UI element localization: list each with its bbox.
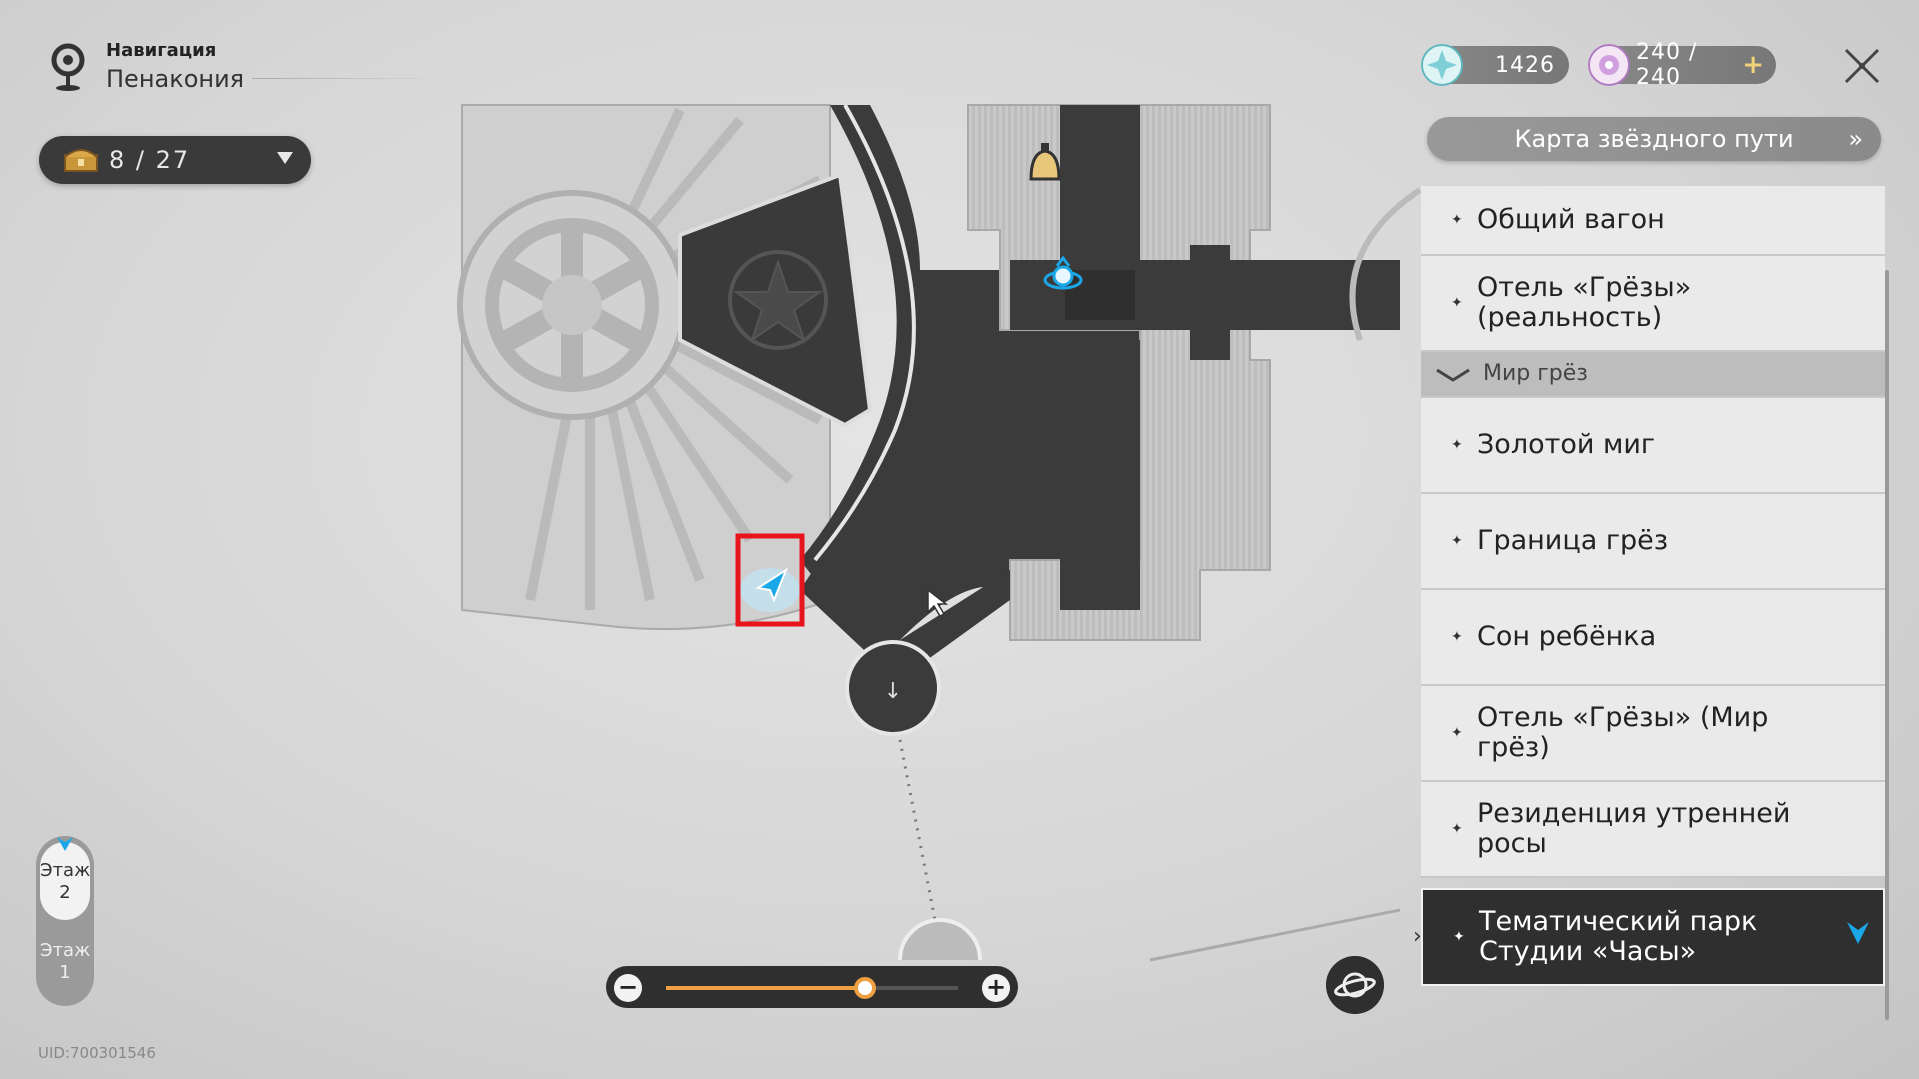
current-floor-marker-icon (57, 837, 73, 851)
navigation-label: Навигация (106, 40, 217, 61)
location-list-scrollbar[interactable] (1885, 270, 1889, 1020)
player-arrow-icon (740, 567, 800, 612)
bell-icon (1029, 143, 1061, 181)
location-category[interactable]: Мир грёз (1421, 352, 1885, 398)
floor-button-1[interactable]: Этаж 1 (40, 940, 91, 983)
south-exit (898, 918, 982, 961)
location-item[interactable]: ✦ Отель «Грёзы» (реальность) (1421, 256, 1885, 352)
space-anchor-icon (1043, 255, 1083, 290)
chest-counter-dropdown[interactable]: 8 / 27 (39, 136, 311, 184)
diamond-icon: ✦ (1451, 533, 1463, 549)
location-item[interactable]: ✦ Сон ребёнка (1421, 590, 1885, 686)
nav-divider (252, 78, 442, 79)
chevron-down-icon (277, 152, 293, 164)
building-block (967, 104, 1271, 641)
location-pointer-icon (1847, 922, 1869, 944)
diamond-icon: ✦ (1451, 629, 1463, 645)
zoom-in-button[interactable]: + (982, 974, 1010, 1002)
current-world: Пенакония (106, 65, 245, 93)
zoom-control: − + (606, 966, 1018, 1008)
zoom-out-button[interactable]: − (614, 974, 642, 1002)
zoom-fill (666, 986, 865, 990)
map-pin-icon (51, 43, 85, 91)
location-item[interactable]: ✦ Резиденция утренней росы (1421, 782, 1885, 878)
lower-path (800, 560, 1010, 665)
dotted-trail (898, 739, 937, 921)
treasure-chest-icon (64, 149, 98, 172)
planet-icon[interactable] (1326, 956, 1384, 1014)
zoom-slider-handle[interactable] (853, 977, 876, 999)
stellar-jade-counter[interactable]: 1426 (1421, 44, 1569, 86)
location-item[interactable]: ✦ Общий вагон (1421, 186, 1885, 256)
add-power-button[interactable]: + (1742, 50, 1764, 80)
svg-text:↓: ↓ (884, 679, 902, 704)
highlight-box (735, 533, 805, 627)
selection-chevron-icon: › (1413, 924, 1422, 949)
location-item[interactable]: ✦ Золотой миг (1421, 398, 1885, 494)
star-rail-map-button[interactable]: Карта звёздного пути » (1427, 117, 1881, 161)
diamond-icon: ✦ (1451, 437, 1463, 453)
location-item-selected[interactable]: ✦ Тематический парк Студии «Часы» (1421, 888, 1885, 986)
star-rail-map-label: Карта звёздного пути (1514, 125, 1794, 153)
exit-circle (845, 640, 941, 736)
diamond-icon: ✦ (1451, 212, 1463, 228)
diamond-icon: ✦ (1451, 725, 1463, 741)
chevron-down-icon (1436, 368, 1470, 382)
close-icon[interactable] (1840, 44, 1884, 88)
location-list[interactable]: ✦ Общий вагон ✦ Отель «Грёзы» (реальност… (1421, 186, 1887, 1020)
floor-button-2[interactable]: Этаж 2 (40, 842, 90, 920)
trailblaze-power-counter[interactable]: 240 / 240 + (1588, 40, 1776, 90)
location-item[interactable]: ✦ Отель «Грёзы» (Мир грёз) (1421, 686, 1885, 782)
double-chevron-right-icon: » (1848, 125, 1863, 153)
navigation-header: Навигация Пенакония (48, 40, 244, 93)
mouse-cursor (927, 588, 949, 617)
diamond-icon: ✦ (1451, 821, 1463, 837)
diamond-icon: ✦ (1453, 929, 1465, 945)
chest-count: 8 / 27 (109, 146, 191, 174)
location-item[interactable]: ✦ Граница грёз (1421, 494, 1885, 590)
trailblaze-power-icon (1588, 44, 1630, 86)
user-id: UID:700301546 (38, 1044, 156, 1062)
stellar-jade-icon (1421, 44, 1463, 86)
diamond-icon: ✦ (1451, 295, 1463, 311)
